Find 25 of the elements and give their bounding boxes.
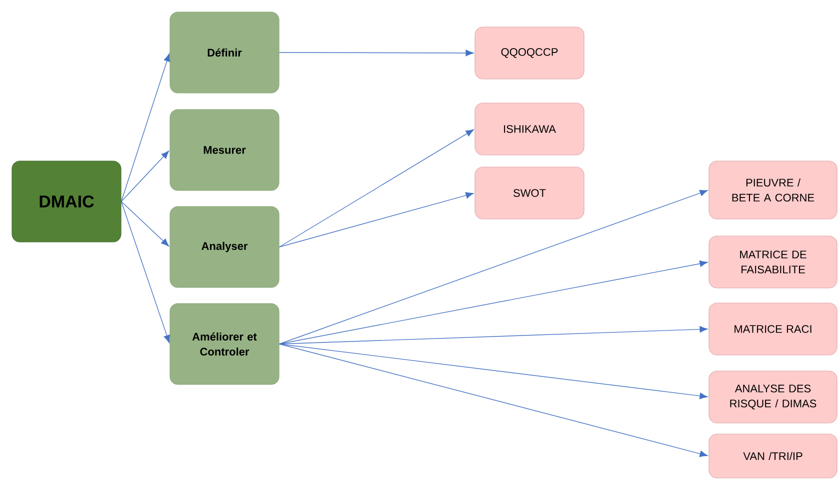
arrow	[278, 326, 708, 344]
tool-box: SWOT	[474, 166, 584, 220]
arrow	[278, 190, 708, 344]
arrow	[120, 201, 170, 344]
tool-box: ANALYSE DES RISQUE / DIMAS	[708, 370, 838, 424]
arrow	[278, 260, 708, 344]
arrow	[278, 50, 474, 56]
root-box: DMAIC	[12, 160, 122, 242]
tool-box: MATRICE DE FAISABILITE	[708, 236, 838, 288]
arrow	[278, 344, 708, 400]
tool-box: PIEUVRE / BETE A CORNE	[708, 160, 838, 220]
arrow	[278, 344, 708, 457]
arrow	[278, 129, 474, 248]
phase-box: Améliorer et Controler	[170, 303, 280, 385]
tool-box: MATRICE RACI	[708, 302, 838, 356]
arrow	[120, 201, 170, 246]
tool-box: QQOQCCP	[474, 26, 584, 80]
tool-box: VAN /TRI/IP	[708, 434, 838, 478]
tool-box: ISHIKAWA	[474, 102, 584, 156]
arrow	[120, 150, 170, 202]
phase-box: Mesurer	[170, 109, 280, 191]
phase-box: Analyser	[170, 206, 280, 288]
arrow	[278, 192, 474, 248]
phase-box: Définir	[170, 12, 280, 94]
arrow	[120, 53, 170, 202]
